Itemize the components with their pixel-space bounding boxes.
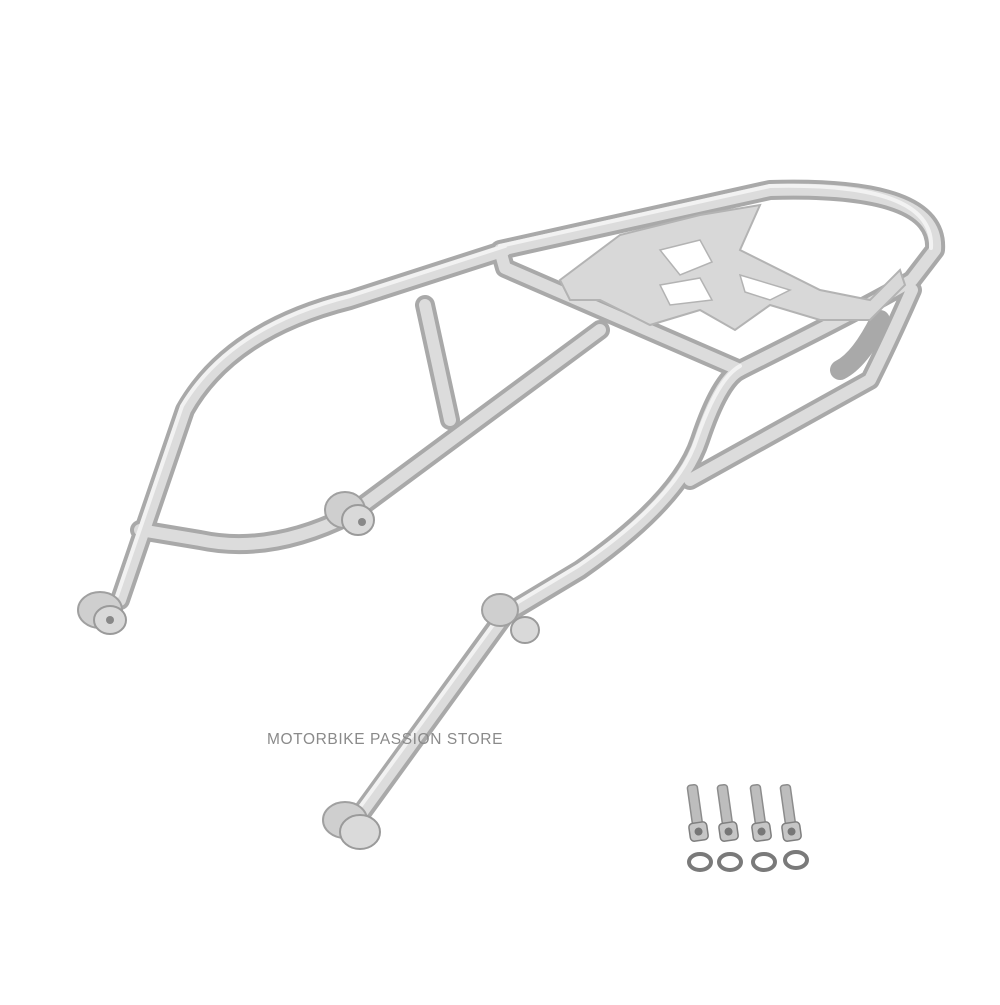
rack-top-plate [558,203,907,332]
mounting-boss-left [77,591,127,635]
bolt [716,783,739,842]
rack-frame [110,179,946,825]
mounting-boss-right-foot [322,801,381,850]
washers [687,850,809,872]
washer [687,852,713,872]
washer [717,852,743,872]
bolts [686,783,802,842]
mounting-boss-right-mid [481,593,540,644]
bolt [779,783,802,842]
mounting-boss-middle [324,491,375,536]
bolt [686,783,709,842]
washer [783,850,809,870]
bolt [749,783,772,842]
store-watermark: MOTORBIKE PASSION STORE [267,731,504,748]
washer [751,852,777,872]
